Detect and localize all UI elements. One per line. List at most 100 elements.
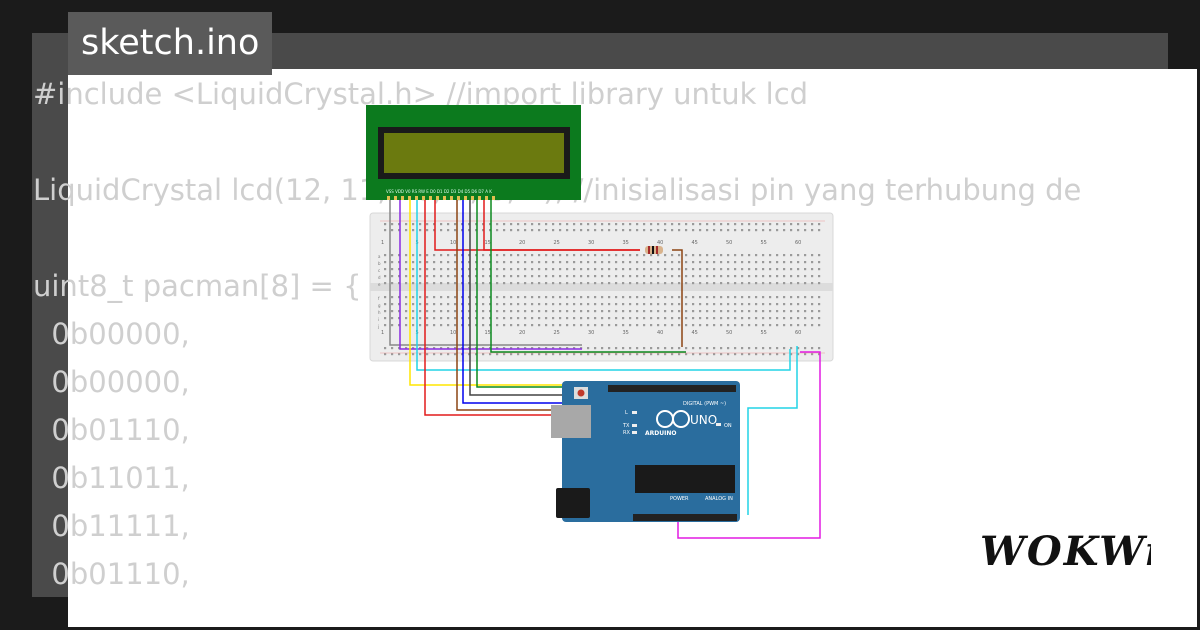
arduino-brand: ARDUINO xyxy=(645,430,676,437)
breadboard-hole xyxy=(643,261,646,264)
breadboard-hole xyxy=(524,275,527,278)
breadboard-hole xyxy=(545,254,548,257)
breadboard-hole xyxy=(678,317,681,320)
breadboard-hole xyxy=(475,317,478,320)
breadboard-hole xyxy=(608,268,611,271)
breadboard-hole xyxy=(412,347,415,350)
breadboard-hole xyxy=(804,317,807,320)
breadboard-hole xyxy=(447,296,450,299)
lcd-pin xyxy=(457,196,460,200)
breadboard-hole xyxy=(580,282,583,285)
breadboard-hole xyxy=(734,275,737,278)
breadboard-hole xyxy=(405,254,408,257)
breadboard-column-number: 55 xyxy=(761,330,767,336)
breadboard-hole xyxy=(545,275,548,278)
breadboard-hole xyxy=(412,282,415,285)
lcd-pin xyxy=(387,196,390,200)
breadboard-hole xyxy=(496,353,499,356)
breadboard-hole xyxy=(426,324,429,327)
breadboard-hole xyxy=(503,317,506,320)
breadboard-hole xyxy=(524,296,527,299)
breadboard-hole xyxy=(587,254,590,257)
breadboard-hole xyxy=(804,310,807,313)
breadboard-hole xyxy=(699,275,702,278)
breadboard-hole xyxy=(650,223,653,226)
breadboard-hole xyxy=(713,282,716,285)
breadboard-hole xyxy=(762,261,765,264)
breadboard-hole xyxy=(713,261,716,264)
breadboard-hole xyxy=(636,324,639,327)
breadboard-hole xyxy=(664,347,667,350)
breadboard-hole xyxy=(559,282,562,285)
breadboard-hole xyxy=(769,282,772,285)
on-label: ON xyxy=(724,423,732,429)
breadboard-hole xyxy=(678,303,681,306)
breadboard-hole xyxy=(783,268,786,271)
breadboard-hole xyxy=(671,296,674,299)
breadboard-hole xyxy=(755,261,758,264)
code-line: uint8_t pacman[8] = { xyxy=(33,269,362,303)
breadboard-hole xyxy=(762,282,765,285)
breadboard-hole xyxy=(384,324,387,327)
breadboard-hole xyxy=(713,317,716,320)
breadboard-hole xyxy=(461,347,464,350)
breadboard-hole xyxy=(496,282,499,285)
breadboard-hole xyxy=(531,317,534,320)
breadboard-hole xyxy=(447,310,450,313)
breadboard-hole xyxy=(496,254,499,257)
lcd-pin xyxy=(408,196,411,200)
breadboard-hole xyxy=(580,275,583,278)
breadboard-hole xyxy=(783,229,786,232)
breadboard-hole xyxy=(475,324,478,327)
breadboard-hole xyxy=(566,324,569,327)
breadboard-hole xyxy=(510,223,513,226)
breadboard-hole xyxy=(692,261,695,264)
breadboard-hole xyxy=(454,254,457,257)
breadboard-hole xyxy=(748,310,751,313)
breadboard-hole xyxy=(629,275,632,278)
breadboard-hole xyxy=(650,268,653,271)
breadboard-hole xyxy=(475,347,478,350)
breadboard-hole xyxy=(685,353,688,356)
breadboard-hole xyxy=(454,261,457,264)
breadboard-hole xyxy=(538,310,541,313)
breadboard-hole xyxy=(671,310,674,313)
breadboard-hole xyxy=(461,223,464,226)
breadboard-hole xyxy=(580,317,583,320)
breadboard-hole xyxy=(454,282,457,285)
breadboard-hole xyxy=(580,296,583,299)
breadboard-hole xyxy=(762,353,765,356)
breadboard-hole xyxy=(391,353,394,356)
breadboard-hole xyxy=(650,296,653,299)
breadboard-hole xyxy=(720,310,723,313)
breadboard-hole xyxy=(650,347,653,350)
breadboard-hole xyxy=(412,353,415,356)
breadboard-hole xyxy=(643,324,646,327)
breadboard-hole xyxy=(629,347,632,350)
breadboard-hole xyxy=(622,268,625,271)
breadboard-hole xyxy=(468,296,471,299)
breadboard-hole xyxy=(433,275,436,278)
breadboard-hole xyxy=(496,261,499,264)
breadboard-hole xyxy=(433,347,436,350)
breadboard-hole xyxy=(412,275,415,278)
breadboard-hole xyxy=(440,282,443,285)
breadboard-hole xyxy=(685,282,688,285)
breadboard-hole xyxy=(489,268,492,271)
breadboard-hole xyxy=(748,229,751,232)
breadboard-hole xyxy=(699,229,702,232)
breadboard-hole xyxy=(762,229,765,232)
breadboard-hole xyxy=(419,223,422,226)
breadboard-hole xyxy=(692,310,695,313)
breadboard-hole xyxy=(594,254,597,257)
breadboard-hole xyxy=(727,347,730,350)
breadboard-hole xyxy=(489,254,492,257)
breadboard-hole xyxy=(643,268,646,271)
breadboard-hole xyxy=(559,261,562,264)
breadboard-hole xyxy=(636,303,639,306)
breadboard-hole xyxy=(468,229,471,232)
breadboard-hole xyxy=(748,347,751,350)
breadboard-hole xyxy=(538,268,541,271)
breadboard-hole xyxy=(636,282,639,285)
breadboard-hole xyxy=(454,324,457,327)
